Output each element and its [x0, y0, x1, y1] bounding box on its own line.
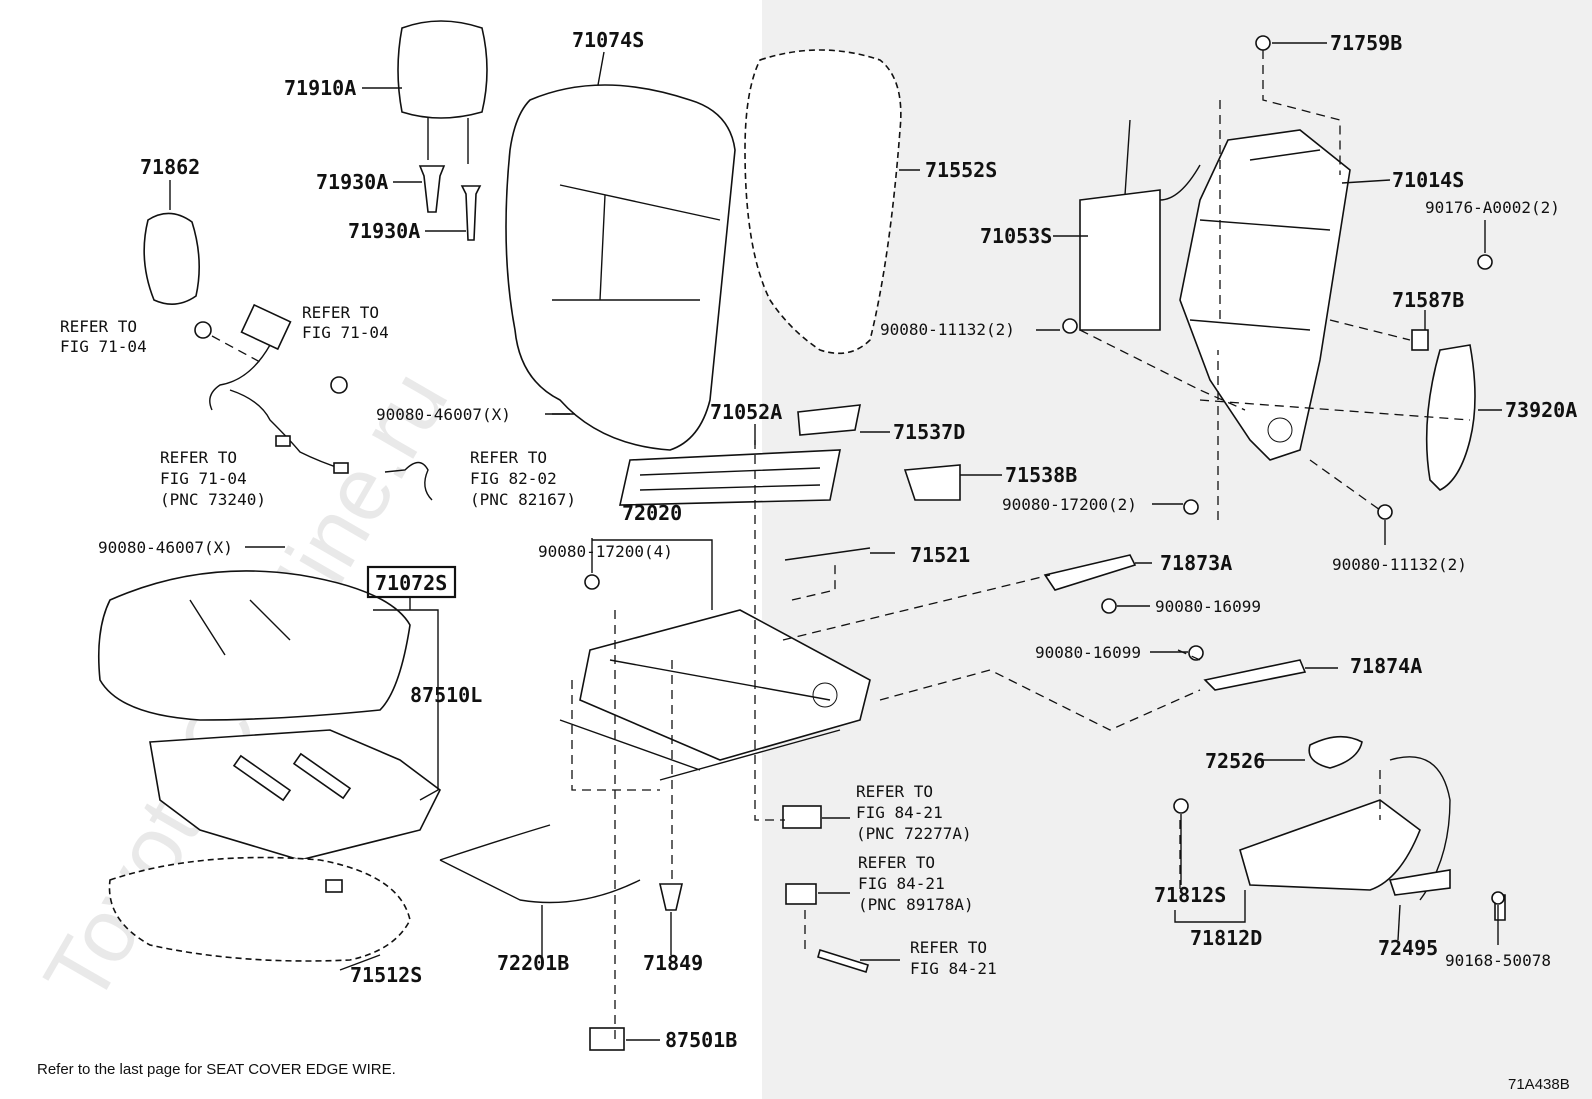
label-71552S[interactable]: 71552S [925, 158, 997, 182]
label-90176-A0002[interactable]: 90176-A0002(2) [1425, 198, 1560, 217]
label-87501B[interactable]: 87501B [665, 1028, 737, 1052]
footnote: Refer to the last page for SEAT COVER ED… [37, 1061, 396, 1078]
headrest-part [397, 20, 488, 164]
connector-87501B-part [589, 1027, 625, 1051]
bracket-71587B-part [1411, 329, 1429, 351]
headrest-guide-part [418, 165, 482, 241]
label-71053S[interactable]: 71053S [980, 224, 1052, 248]
label-71849[interactable]: 71849 [643, 951, 703, 975]
seatback-frame-part [1179, 129, 1351, 461]
label-71512S[interactable]: 71512S [350, 963, 422, 987]
trim-72526-part [1308, 735, 1363, 769]
adjuster-71874A-part [1203, 659, 1307, 691]
bracket-71537D-part [797, 404, 861, 436]
label-90168-50078[interactable]: 90168-50078 [1445, 951, 1551, 970]
cushion-spring-part [618, 449, 841, 506]
label-72201B[interactable]: 72201B [497, 951, 569, 975]
label-71014S[interactable]: 71014S [1392, 168, 1464, 192]
label-71812S[interactable]: 71812S [1154, 883, 1226, 907]
refer-note-6[interactable]: REFER TO FIG 84-21 (PNC 89178A) [858, 853, 974, 914]
fastener-parts [584, 35, 1505, 905]
leader-lines [169, 42, 1502, 1041]
label-71930A-1[interactable]: 71930A [316, 170, 388, 194]
label-90080-46007-a[interactable]: 90080-46007(X) [376, 405, 511, 424]
strip-71521-part [784, 547, 871, 561]
cushion-pad-part [108, 856, 411, 962]
label-90080-11132-b[interactable]: 90080-11132(2) [1332, 555, 1467, 574]
label-90080-17200-4[interactable]: 90080-17200(4) [538, 542, 673, 561]
belt-buckle-harness-part [194, 303, 349, 474]
label-71862[interactable]: 71862 [140, 155, 200, 179]
label-71812D[interactable]: 71812D [1190, 926, 1262, 950]
refer-note-1[interactable]: REFER TO FIG 71-04 [60, 317, 147, 356]
lumbar-support-part [1079, 119, 1201, 331]
highlight-box-71072S [366, 565, 457, 599]
dashed-connection-lines [211, 50, 1471, 1040]
label-72020[interactable]: 72020 [622, 501, 682, 525]
refer-note-2[interactable]: REFER TO FIG 71-04 [302, 303, 389, 342]
cover-72495-part [1388, 869, 1451, 896]
label-71873A[interactable]: 71873A [1160, 551, 1232, 575]
part-89178A [785, 883, 817, 905]
cover-71862-part [143, 212, 200, 305]
label-71538B[interactable]: 71538B [1005, 463, 1077, 487]
refer-note-5[interactable]: REFER TO FIG 84-21 (PNC 72277A) [856, 782, 972, 843]
seatback-pad-part [744, 49, 902, 355]
seatback-cover-part [505, 84, 736, 451]
label-72526[interactable]: 72526 [1205, 749, 1265, 773]
label-73920A[interactable]: 73920A [1505, 398, 1577, 422]
label-71072S[interactable]: 71072S [375, 571, 447, 595]
refer-note-3[interactable]: REFER TO FIG 71-04 (PNC 73240) [160, 448, 266, 509]
label-90080-16099-b[interactable]: 90080-16099 [1035, 643, 1141, 662]
seat-heater-part [149, 729, 442, 861]
label-71587B[interactable]: 71587B [1392, 288, 1464, 312]
cushion-cover-part [97, 570, 411, 721]
trim-71812D-part [1239, 799, 1421, 891]
part-72277A [782, 805, 822, 829]
harness-82167-part [384, 461, 433, 501]
right-panel-background [762, 0, 1592, 1099]
label-90080-46007-b[interactable]: 90080-46007(X) [98, 538, 233, 557]
label-71930A-2[interactable]: 71930A [348, 219, 420, 243]
label-90080-17200-2[interactable]: 90080-17200(2) [1002, 495, 1137, 514]
diagram-code: 71A438B [1508, 1076, 1570, 1093]
refer-notes: REFER TO FIG 71-04 REFER TO FIG 71-04 RE… [60, 303, 997, 978]
bolt-84-21-part [817, 948, 869, 974]
part-labels: 71910A 71862 71930A 71930A 71074S 71552S… [98, 28, 1577, 1052]
label-87510L[interactable]: 87510L [410, 683, 482, 707]
label-71874A[interactable]: 71874A [1350, 654, 1422, 678]
label-71074S[interactable]: 71074S [572, 28, 644, 52]
refer-note-4[interactable]: REFER TO FIG 82-02 (PNC 82167) [470, 448, 576, 509]
label-72495[interactable]: 72495 [1378, 936, 1438, 960]
label-71759B[interactable]: 71759B [1330, 31, 1402, 55]
label-71052A[interactable]: 71052A [710, 400, 782, 424]
adjuster-71873A-part [1043, 554, 1137, 591]
edge-wire-part [439, 824, 641, 904]
clip-71849-part [658, 883, 684, 911]
connector-part [325, 879, 343, 893]
side-airbag-73920A-part [1425, 344, 1476, 491]
refer-note-7[interactable]: REFER TO FIG 84-21 [910, 938, 997, 978]
seat-track-frame-part [559, 609, 871, 781]
label-90080-11132-a[interactable]: 90080-11132(2) [880, 320, 1015, 339]
label-71537D[interactable]: 71537D [893, 420, 965, 444]
bracket-71538B-part [903, 464, 961, 501]
label-90080-16099-a[interactable]: 90080-16099 [1155, 597, 1261, 616]
label-71910A[interactable]: 71910A [284, 76, 356, 100]
label-71521[interactable]: 71521 [910, 543, 970, 567]
